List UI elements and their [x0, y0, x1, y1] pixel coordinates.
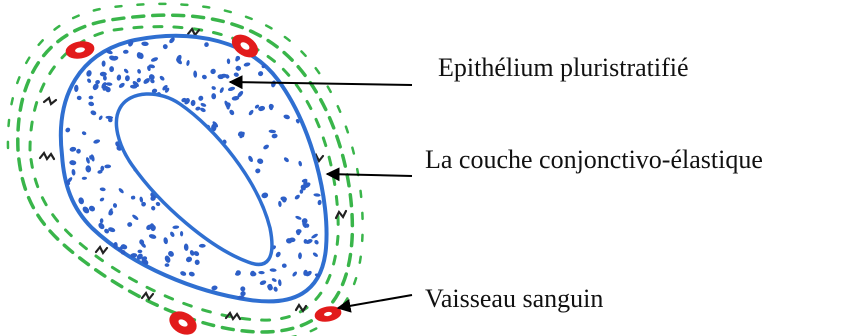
- label-connective: La couche conjonctivo-élastique: [425, 145, 763, 174]
- label-epithelium: Epithélium pluristratifié: [438, 53, 689, 82]
- blood-vessel: [66, 41, 94, 59]
- arrow-connective: [327, 174, 412, 176]
- arrow-vessel: [338, 295, 412, 308]
- cell-nucleus: [199, 244, 206, 248]
- blood-vessel: [315, 306, 341, 322]
- cell-nucleus: [138, 250, 143, 254]
- label-vessel: Vaisseau sanguin: [425, 284, 603, 313]
